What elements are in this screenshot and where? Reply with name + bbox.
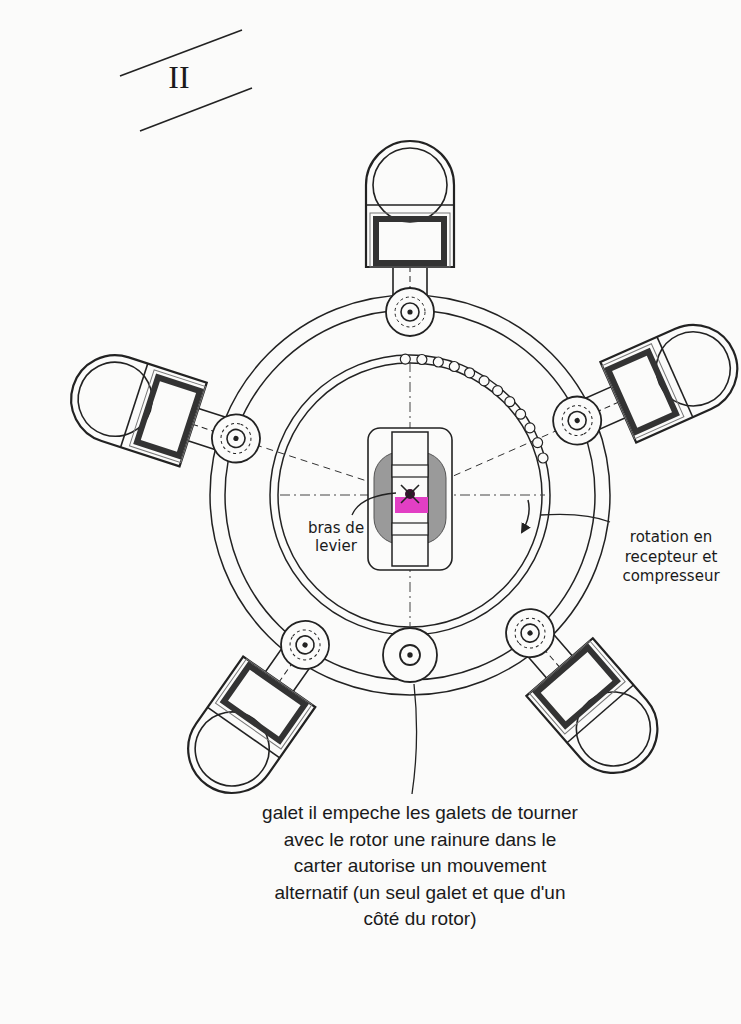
leader-line	[412, 684, 417, 794]
cylinder-unit	[60, 344, 273, 488]
cylinder-unit	[537, 311, 741, 471]
cylinder-unit	[481, 586, 675, 791]
figure-number: II	[154, 60, 204, 95]
axis-lines	[280, 362, 545, 628]
cylinder-unit	[366, 141, 454, 336]
rotation-arrow	[522, 500, 529, 532]
guide-roller	[383, 628, 437, 682]
lever-assembly	[368, 428, 452, 570]
callout-label: rotation en recepteur et compresseur	[614, 528, 728, 587]
leader-line	[540, 514, 610, 522]
callout-label: bras de levier	[306, 519, 366, 555]
note-text: galet il empeche les galets de tourner a…	[262, 800, 578, 933]
cylinder-unit	[171, 600, 355, 810]
underline-stroke	[140, 88, 252, 131]
leader-line	[352, 493, 396, 515]
